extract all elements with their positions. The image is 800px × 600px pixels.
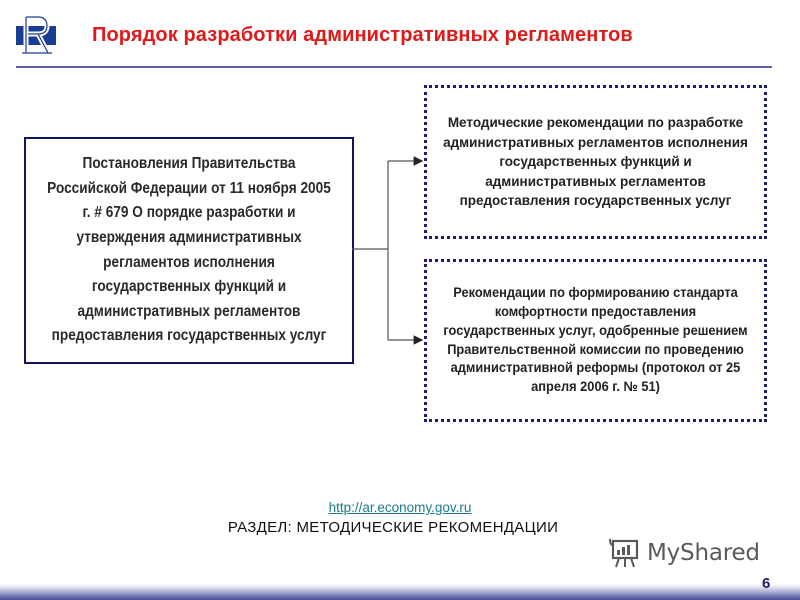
watermark-text: MyShared <box>647 540 760 566</box>
myshared-watermark: MyShared <box>607 536 760 570</box>
methodical-recommendations-box: Методические рекомендации по разработке … <box>424 85 767 239</box>
university-logo-icon <box>14 13 58 57</box>
source-document-box: Постановления Правительства Российской Ф… <box>24 137 354 364</box>
methodical-recommendations-text: Методические рекомендации по разработке … <box>443 115 748 209</box>
footer-gradient-bar <box>0 584 800 600</box>
page-title: Порядок разработки административных регл… <box>92 24 633 46</box>
presentation-board-icon <box>609 538 639 568</box>
source-link[interactable]: http://ar.economy.gov.ru <box>328 500 472 515</box>
source-document-text: Постановления Правительства Российской Ф… <box>47 155 331 345</box>
title-divider <box>16 66 772 68</box>
comfort-standard-recommendations-text: Рекомендации по формированию стандарта к… <box>443 285 748 395</box>
comfort-standard-recommendations-box: Рекомендации по формированию стандарта к… <box>424 259 767 422</box>
page-number: 6 <box>762 575 771 592</box>
section-caption: РАЗДЕЛ: МЕТОДИЧЕСКИЕ РЕКОМЕНДАЦИИ <box>227 519 559 536</box>
arrow-branch-icon <box>352 156 424 345</box>
